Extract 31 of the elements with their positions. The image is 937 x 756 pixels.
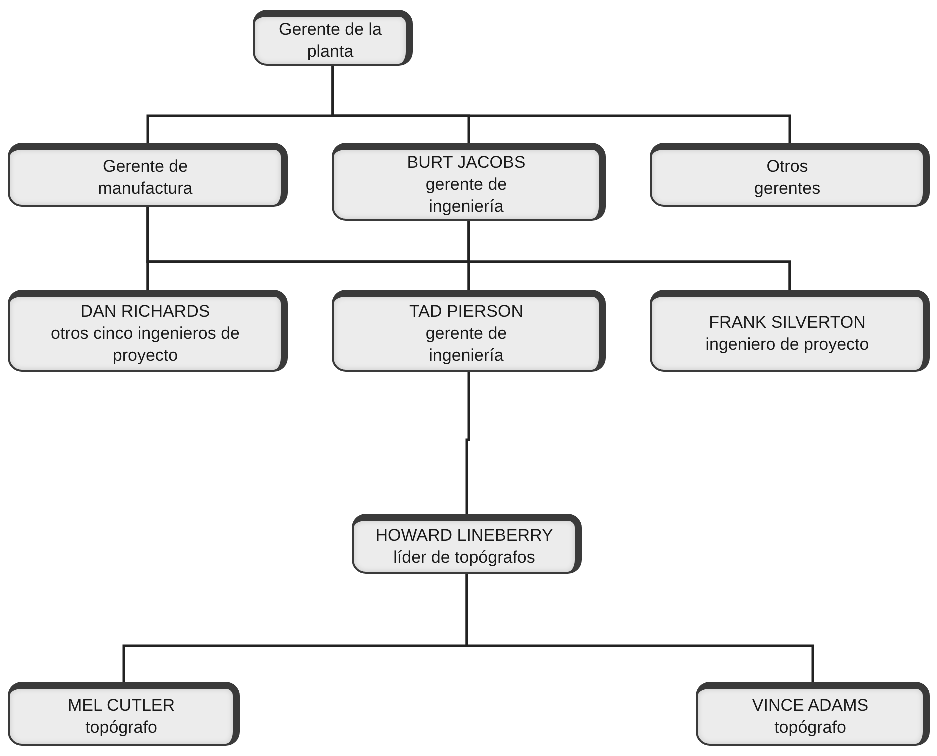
org-box bbox=[650, 143, 930, 207]
role-text: topógrafo bbox=[86, 716, 158, 738]
org-box bbox=[253, 10, 413, 66]
role-text: Gerente de la planta bbox=[278, 18, 383, 62]
connector-line bbox=[466, 372, 470, 514]
role-text: Otros gerentes bbox=[753, 156, 822, 200]
org-box bbox=[332, 143, 606, 221]
org-box bbox=[332, 290, 606, 372]
connector-line bbox=[466, 574, 814, 682]
person-name: VINCE ADAMS bbox=[752, 694, 869, 716]
org-box bbox=[696, 682, 930, 746]
person-name: FRANK SILVERTON bbox=[709, 312, 866, 334]
person-name: BURT JACOBS bbox=[407, 152, 526, 174]
person-name: HOWARD LINEBERRY bbox=[376, 524, 554, 546]
org-box bbox=[650, 290, 930, 372]
person-name: MEL CUTLER bbox=[68, 694, 176, 716]
connector-line bbox=[468, 221, 792, 290]
role-text: Gerente de manufactura bbox=[97, 156, 194, 200]
role-text: ingeniero de proyecto bbox=[706, 334, 870, 356]
role-text: otros cinco ingenieros de proyecto bbox=[50, 322, 241, 366]
org-box bbox=[352, 514, 582, 574]
connector-line bbox=[332, 66, 792, 143]
org-box bbox=[8, 290, 288, 372]
role-text: gerente de ingeniería bbox=[424, 174, 508, 218]
org-box bbox=[8, 143, 288, 207]
role-text: topógrafo bbox=[774, 716, 846, 738]
role-text: gerente de ingeniería bbox=[424, 322, 508, 366]
person-name: TAD PIERSON bbox=[410, 300, 524, 322]
person-name: DAN RICHARDS bbox=[80, 300, 210, 322]
org-box bbox=[8, 682, 240, 746]
role-text: líder de topógrafos bbox=[394, 546, 536, 568]
